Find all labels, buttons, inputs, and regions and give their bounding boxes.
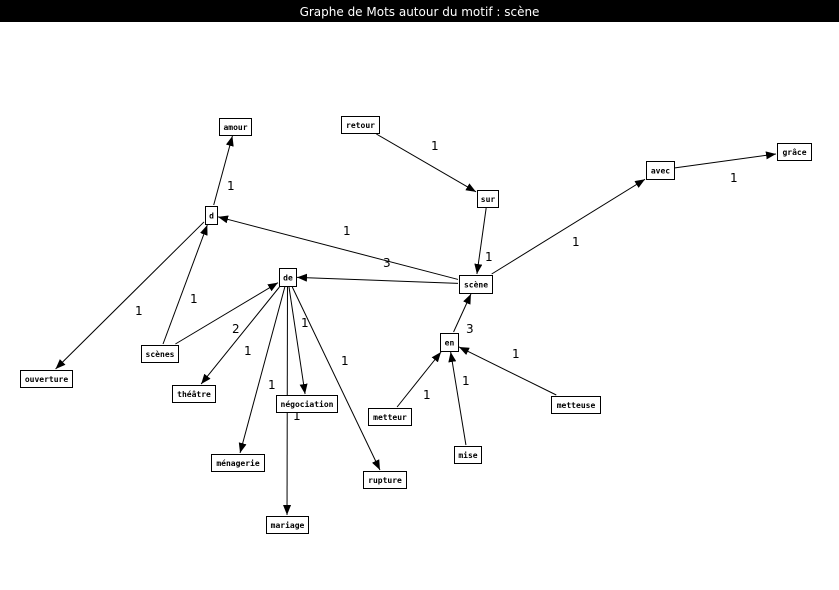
node-negociation[interactable]: négociation <box>276 395 338 413</box>
edge-de-to-rupture <box>291 286 381 471</box>
node-box-scenes <box>141 345 179 363</box>
edge-scenes-to-d <box>162 224 208 345</box>
node-label-negociation: négociation <box>281 399 334 409</box>
edge-retour-to-sur <box>376 133 477 193</box>
edge-weight-de-to-theatre: 1 <box>244 344 252 358</box>
edge-scene-to-d <box>217 215 459 280</box>
node-mise[interactable]: mise <box>454 446 482 464</box>
edge-weight-scene-to-de: 3 <box>383 256 391 270</box>
node-label-de: de <box>283 274 293 283</box>
node-label-scenes: scènes <box>146 349 175 359</box>
edge-weight-scene-to-d: 1 <box>343 224 351 238</box>
edge-weight-metteur-to-en: 1 <box>423 388 431 402</box>
node-box-amour <box>219 118 252 136</box>
edge-weight-metteuse-to-en: 1 <box>512 347 520 361</box>
node-box-rupture <box>363 471 407 489</box>
edge-weight-avec-to-grace: 1 <box>730 171 738 185</box>
edge-en-to-scene <box>453 293 472 333</box>
edge-weight-retour-to-sur: 1 <box>431 139 439 153</box>
node-label-avec: avec <box>651 167 670 176</box>
node-label-grace: grâce <box>782 148 806 157</box>
node-box-d <box>205 206 218 225</box>
node-label-en: en <box>445 339 455 348</box>
edge-avec-to-grace <box>674 151 777 169</box>
node-box-scene <box>459 275 493 294</box>
node-en[interactable]: en <box>440 333 459 352</box>
node-label-scene: scène <box>464 280 488 290</box>
node-label-sur: sur <box>481 195 496 204</box>
node-menagerie[interactable]: ménagerie <box>211 454 265 472</box>
window-title: Graphe de Mots autour du motif : scène <box>0 0 839 22</box>
node-grace[interactable]: grâce <box>777 143 812 161</box>
edge-de-to-menagerie <box>238 286 286 454</box>
node-label-mariage: mariage <box>271 520 305 530</box>
node-metteuse[interactable]: metteuse <box>551 396 601 414</box>
edge-d-to-amour <box>213 135 234 206</box>
node-scenes[interactable]: scènes <box>141 345 179 363</box>
node-box-grace <box>777 143 812 161</box>
node-box-ouverture <box>20 370 73 388</box>
node-ouverture[interactable]: ouverture <box>20 370 73 388</box>
node-box-metteuse <box>551 396 601 414</box>
node-box-sur <box>477 190 499 208</box>
edge-weight-en-to-scene: 3 <box>466 322 474 336</box>
node-label-mise: mise <box>458 450 477 460</box>
node-box-de <box>279 268 297 287</box>
node-metteur[interactable]: metteur <box>368 408 412 426</box>
edge-de-to-negociation <box>288 286 308 395</box>
node-label-d: d <box>209 212 214 221</box>
node-box-avec <box>646 161 675 180</box>
node-label-amour: amour <box>223 123 247 132</box>
edge-metteur-to-en <box>396 351 442 408</box>
edge-scene-to-de <box>296 273 459 284</box>
node-sur[interactable]: sur <box>477 190 499 208</box>
node-avec[interactable]: avec <box>646 161 675 180</box>
edge-weight-d-to-amour: 1 <box>227 179 235 193</box>
node-box-retour <box>341 116 380 134</box>
node-d[interactable]: d <box>205 206 218 225</box>
node-box-negociation <box>276 395 338 413</box>
node-box-mariage <box>266 516 309 534</box>
node-mariage[interactable]: mariage <box>266 516 309 534</box>
edge-weight-de-to-negociation: 1 <box>301 316 309 330</box>
node-label-rupture: rupture <box>368 476 402 485</box>
edge-scene-to-avec <box>491 178 646 275</box>
node-label-metteur: metteur <box>373 413 407 422</box>
node-label-metteuse: metteuse <box>557 401 596 410</box>
edge-sur-to-scene <box>474 207 487 275</box>
node-box-theatre <box>172 385 216 403</box>
node-box-menagerie <box>211 454 265 472</box>
edge-d-to-ouverture <box>55 221 205 370</box>
edge-weight-de-to-mariage: 1 <box>293 409 301 423</box>
node-rupture[interactable]: rupture <box>363 471 407 489</box>
edge-weight-de-to-menagerie: 1 <box>268 378 276 392</box>
edge-weight-de-to-rupture: 1 <box>341 354 349 368</box>
node-box-mise <box>454 446 482 464</box>
node-scene[interactable]: scène <box>459 275 493 294</box>
edge-metteuse-to-en <box>458 346 557 396</box>
edge-weight-scenes-to-d: 1 <box>190 292 198 306</box>
edge-weight-d-to-ouverture: 1 <box>135 304 143 318</box>
node-label-retour: retour <box>346 121 375 130</box>
node-label-theatre: théâtre <box>177 389 211 399</box>
node-label-menagerie: ménagerie <box>216 458 260 468</box>
edge-mise-to-en <box>448 351 467 446</box>
edge-weight-scenes-to-de: 2 <box>232 322 240 336</box>
node-de[interactable]: de <box>279 268 297 287</box>
edge-weight-scene-to-avec: 1 <box>572 235 580 249</box>
node-box-metteur <box>368 408 412 426</box>
edge-weight-sur-to-scene: 1 <box>485 250 493 264</box>
edge-scenes-to-de <box>175 282 279 345</box>
edge-weight-mise-to-en: 1 <box>462 374 470 388</box>
edge-de-to-theatre <box>200 286 280 385</box>
node-label-ouverture: ouverture <box>25 375 69 384</box>
node-theatre[interactable]: théâtre <box>172 385 216 403</box>
node-box-en <box>440 333 459 352</box>
node-retour[interactable]: retour <box>341 116 380 134</box>
node-amour[interactable]: amour <box>219 118 252 136</box>
